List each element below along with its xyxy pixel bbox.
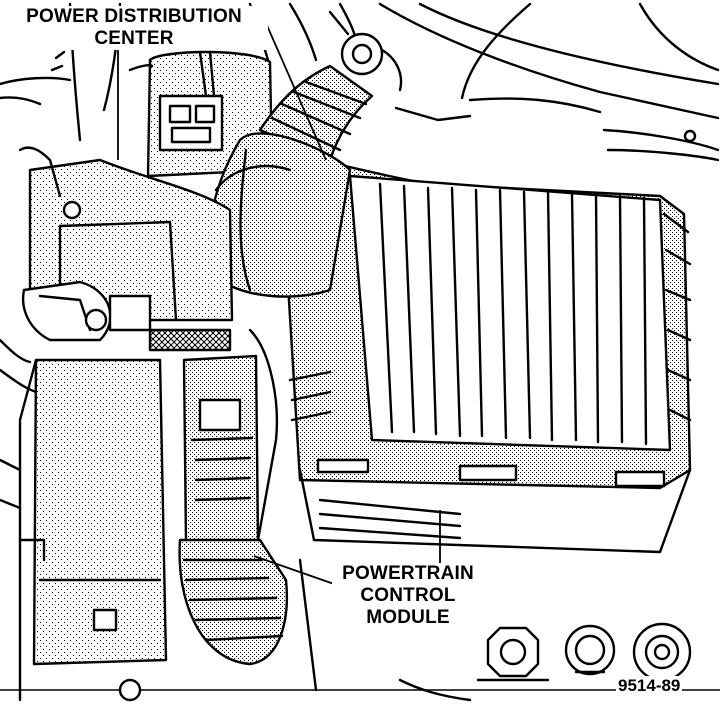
left-component-bracket: [18, 146, 234, 352]
powertrain-control-module: [182, 354, 260, 546]
fastener-washer: [564, 624, 616, 676]
fastener-hex-nut: [476, 626, 550, 682]
fender-panel-lines: [378, 2, 720, 162]
callout-line: CONTROL: [360, 585, 456, 606]
fastener-grommet: [632, 622, 692, 682]
air-cleaner-housing: [278, 152, 692, 554]
callout-line: POWER DISTRIBUTION: [26, 6, 242, 27]
lower-chassis-lines: [0, 558, 720, 702]
callout-line: MODULE: [366, 607, 450, 628]
pdc-leader-line-2: [261, 13, 327, 161]
figure-id: 9514-89: [616, 676, 683, 696]
pcm-leader-line-2: [253, 555, 335, 585]
callout-line: CENTER: [94, 28, 174, 49]
power-distribution-center-label: POWER DISTRIBUTION CENTER: [0, 6, 268, 50]
powertrain-control-module-label: POWERTRAIN CONTROL MODULE: [332, 563, 484, 629]
battery: [0, 358, 168, 702]
corrugated-hose-lower: [178, 328, 332, 666]
flex-hose-upper: [258, 10, 403, 162]
callout-line: POWERTRAIN: [342, 563, 474, 584]
